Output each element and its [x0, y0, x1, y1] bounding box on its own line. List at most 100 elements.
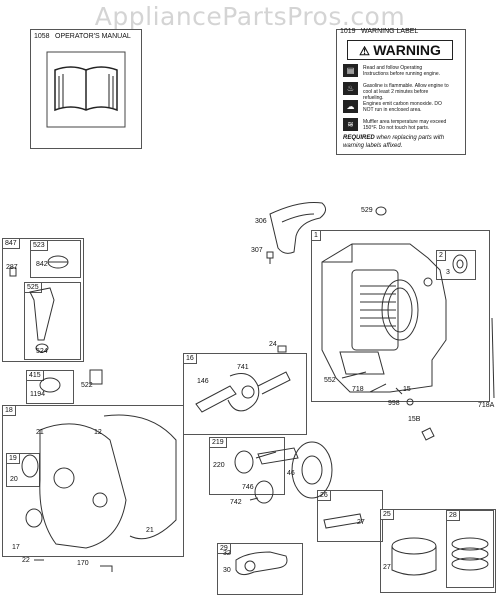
box-525-tag: 525: [25, 283, 42, 293]
box-16-tag: 16: [184, 354, 197, 364]
connecting-rod-drawing: [235, 551, 288, 576]
callout-524[interactable]: 524: [36, 348, 48, 355]
callout-15[interactable]: 15: [403, 386, 411, 393]
warning-label-box[interactable]: 1019 WARNING LABEL ⚠ WARNING ▤ Read and …: [336, 28, 466, 155]
operators-manual-label: OPERATOR'S MANUAL: [55, 33, 131, 40]
box-219-tag: 219: [210, 438, 227, 448]
warning-label-label: WARNING LABEL: [361, 28, 419, 35]
part-998-15b-drawing: [406, 398, 435, 441]
box-1[interactable]: 1: [311, 230, 490, 402]
screw-307-drawing: [266, 251, 274, 264]
camshaft-gear-drawing: [257, 441, 333, 499]
fumes-icon: ☁: [343, 100, 358, 113]
callout-27-pin[interactable]: 27: [357, 519, 365, 526]
box-25-tag: 25: [381, 510, 394, 520]
operators-manual-number: 1058: [34, 33, 50, 40]
callout-46[interactable]: 46: [287, 470, 295, 477]
callout-287[interactable]: 287: [6, 264, 18, 271]
box-28-tag: 28: [447, 511, 460, 521]
warning-line-3: Engines emit carbon monoxide. DO NOT run…: [363, 101, 442, 113]
callout-718a[interactable]: 718A: [478, 402, 495, 409]
box-19-tag: 19: [7, 454, 20, 464]
callout-746[interactable]: 746: [242, 484, 254, 491]
box-219[interactable]: 219: [209, 437, 285, 495]
warning-line-2: Gasoline is flammable. Allow engine to c…: [363, 83, 449, 101]
box-847[interactable]: 847: [2, 238, 84, 362]
box-415-tag: 415: [27, 371, 44, 381]
read-manual-icon: ▤: [343, 64, 358, 77]
governor-219-drawing: [234, 450, 277, 474]
box-29-tag: 29: [218, 544, 231, 554]
callout-30[interactable]: 30: [223, 567, 231, 574]
box-26-tag: 26: [318, 491, 331, 501]
seal-3-drawing: [452, 254, 468, 274]
box-415[interactable]: 415: [26, 370, 74, 404]
box-847-tag: 847: [3, 239, 20, 249]
operators-manual-box[interactable]: 1058 OPERATOR'S MANUAL: [30, 29, 142, 149]
callout-12[interactable]: 12: [94, 429, 102, 436]
box-523-tag: 523: [31, 241, 48, 251]
bracket-306-drawing: [269, 202, 326, 254]
piston-drawing: [391, 537, 437, 576]
box-2-tag: 2: [437, 251, 446, 261]
callout-220[interactable]: 220: [213, 462, 225, 469]
callout-522[interactable]: 522: [81, 382, 93, 389]
callout-32[interactable]: 32: [223, 550, 231, 557]
callout-529[interactable]: 529: [361, 207, 373, 214]
warning-line-1: Read and follow Operating Instructions b…: [363, 65, 440, 77]
screws-22-170-drawing: [34, 559, 113, 572]
box-28[interactable]: 28: [446, 510, 494, 588]
box-2[interactable]: 2: [436, 250, 476, 280]
callout-741[interactable]: 741: [237, 364, 249, 371]
callout-15b[interactable]: 15B: [408, 416, 421, 423]
dowel-pins-drawing: [341, 371, 403, 395]
callout-17[interactable]: 17: [12, 544, 20, 551]
callout-146[interactable]: 146: [197, 378, 209, 385]
part-415-drawing: [39, 369, 103, 393]
box-29[interactable]: 29: [217, 543, 303, 595]
screw-24-drawing: [277, 345, 287, 353]
callout-998[interactable]: 998: [388, 400, 400, 407]
warning-line-4: Muffler area temperature may exceed 150°…: [363, 119, 447, 131]
box-16[interactable]: 16: [183, 353, 307, 435]
warning-required-note: REQUIRED when replacing parts with warni…: [343, 135, 445, 149]
gear-746-drawing: [249, 480, 274, 504]
box-525[interactable]: 525: [24, 282, 81, 360]
box-18[interactable]: 18: [2, 405, 184, 557]
callout-1194[interactable]: 1194: [30, 391, 46, 398]
engine-block-drawing: [321, 243, 447, 393]
callout-27-piston[interactable]: 27: [383, 564, 391, 571]
callout-307[interactable]: 307: [251, 247, 263, 254]
watermark: AppliancePartsPros.com: [94, 2, 406, 31]
crankcase-cover-drawing: [21, 414, 177, 549]
stud-718a-drawing: [491, 317, 495, 399]
callout-20[interactable]: 20: [10, 476, 18, 483]
callout-842[interactable]: 842: [36, 261, 48, 268]
callout-552[interactable]: 552: [324, 377, 336, 384]
manual-book-icon: [46, 51, 126, 128]
callout-170[interactable]: 170: [77, 560, 89, 567]
callout-306[interactable]: 306: [255, 218, 267, 225]
part-529-drawing: [375, 206, 387, 216]
callout-742[interactable]: 742: [230, 499, 242, 506]
piston-pin-drawing: [323, 513, 363, 529]
callout-24[interactable]: 24: [269, 341, 277, 348]
callout-21-top[interactable]: 21: [36, 429, 44, 436]
hot-surface-icon: ≋: [343, 118, 358, 131]
crankshaft-drawing: [195, 371, 291, 413]
callout-22[interactable]: 22: [22, 557, 30, 564]
warning-triangle-icon: ⚠: [359, 44, 374, 58]
box-523[interactable]: 523: [30, 240, 81, 278]
piston-rings-drawing: [451, 537, 489, 571]
box-18-tag: 18: [3, 406, 16, 416]
box-1-tag: 1: [312, 231, 321, 241]
oil-fill-drawing: [9, 255, 69, 353]
fire-icon: ♨: [343, 82, 358, 95]
warning-label-number: 1019: [340, 28, 356, 35]
box-25[interactable]: 25: [380, 509, 496, 593]
warning-title: ⚠ WARNING: [347, 40, 453, 60]
callout-3[interactable]: 3: [446, 269, 450, 276]
callout-21-bottom[interactable]: 21: [146, 527, 154, 534]
callout-718[interactable]: 718: [352, 386, 364, 393]
